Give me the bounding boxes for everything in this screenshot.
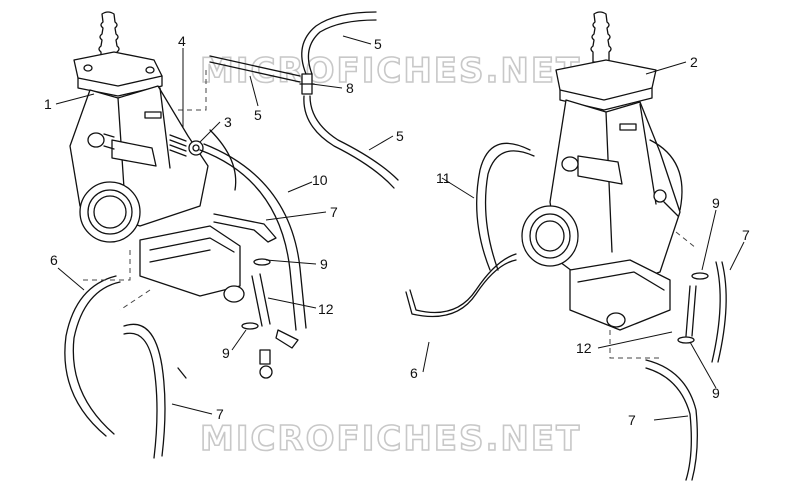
callout-11: 11 (436, 170, 451, 186)
callout-7-lower-right: 7 (628, 412, 636, 428)
right-hoses (405, 142, 727, 481)
watermark-bottom: MICROFICHES.NET (200, 419, 581, 459)
right-carburetor (521, 11, 683, 331)
watermark-top: MICROFICHES.NET (200, 51, 581, 91)
callout-7-upper-left: 7 (330, 204, 338, 220)
left-carburetor (69, 11, 277, 303)
callout-6-right: 6 (410, 365, 418, 381)
callout-7-upper-right: 7 (742, 227, 750, 243)
callout-9-left-upper: 9 (320, 256, 328, 272)
callout-9-right-upper: 9 (712, 195, 720, 211)
callout-9-right-lower: 9 (712, 385, 720, 401)
callout-5-right: 5 (396, 128, 404, 144)
callout-8: 8 (346, 80, 354, 96)
callout-12-right: 12 (576, 340, 592, 356)
callout-12-left: 12 (318, 301, 334, 317)
callout-7-lower-left: 7 (216, 406, 224, 422)
callout-9-left-lower: 9 (222, 345, 230, 361)
callout-6-left: 6 (50, 252, 58, 268)
callout-2: 2 (690, 54, 698, 70)
callout-5-top: 5 (374, 36, 382, 52)
callout-3: 3 (224, 114, 232, 130)
leader-lines (55, 35, 745, 421)
callout-labels: 1 2 3 4 5 5 5 6 6 7 7 7 7 8 9 9 9 9 10 1… (44, 33, 750, 428)
callout-5-middle: 5 (254, 107, 262, 123)
left-hoses (64, 11, 399, 459)
callout-4: 4 (178, 33, 186, 49)
callout-1: 1 (44, 96, 52, 112)
callout-10: 10 (312, 172, 328, 188)
